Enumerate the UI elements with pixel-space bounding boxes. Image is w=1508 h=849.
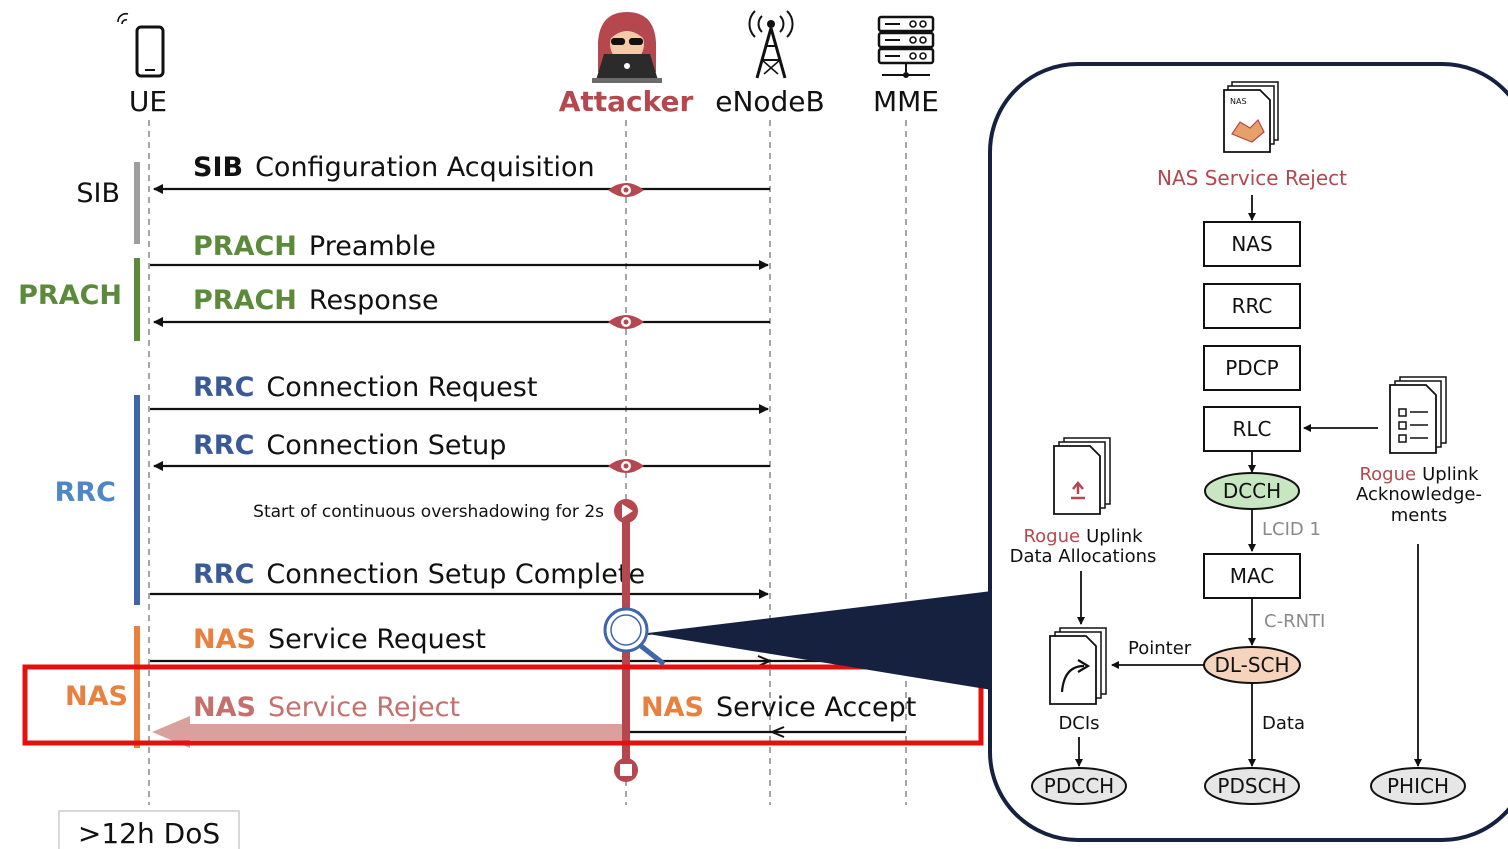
pdcch-node xyxy=(1031,767,1127,805)
stack-mac-box xyxy=(1203,553,1301,599)
stack-rlc-box xyxy=(1203,406,1301,452)
msg-nas-reject-arrow-body xyxy=(188,724,622,740)
enodeb-label: eNodeB xyxy=(715,85,825,118)
sib-phase-label: SIB xyxy=(76,178,120,209)
lcid-label: LCID 1 xyxy=(1262,519,1321,540)
dci-document-icon xyxy=(1049,627,1107,705)
dlsch-label: DL-SCH xyxy=(1214,653,1289,677)
nas-document-icon: NAS xyxy=(1223,81,1279,153)
phone-icon xyxy=(117,12,165,78)
svg-text:NAS: NAS xyxy=(1230,97,1247,106)
dos-label: >12h DoS xyxy=(78,817,220,849)
rrc-phase-label: RRC xyxy=(55,477,116,508)
mme-label: MME xyxy=(873,85,939,118)
highlight-box xyxy=(22,664,984,746)
stack-rrc-label: RRC xyxy=(1232,294,1273,318)
attacker-label: Attacker xyxy=(559,85,694,118)
pointer-label: Pointer xyxy=(1128,638,1192,659)
zoom-callout xyxy=(648,592,992,690)
server-icon xyxy=(877,15,935,78)
overshadow-note: Start of continuous overshadowing for 2s xyxy=(253,502,604,522)
pdsch-node xyxy=(1204,767,1300,805)
nas-phase-bar xyxy=(134,626,140,748)
data-label: Data xyxy=(1262,713,1305,734)
rogue-ack-label-3: ments xyxy=(1391,505,1447,526)
eye-icon xyxy=(608,183,644,197)
nas-phase-label: NAS xyxy=(65,681,128,712)
prach-phase-label: PRACH xyxy=(18,280,122,311)
pdcch-label: PDCCH xyxy=(1044,774,1114,798)
rrc-phase-bar xyxy=(134,395,140,605)
ue-label: UE xyxy=(129,85,167,118)
hacker-icon xyxy=(592,12,662,83)
stack-nas-box xyxy=(1203,221,1301,267)
rogue-alloc-label-2: Data Allocations xyxy=(1010,546,1157,567)
rogue-ack-label-2: Acknowledge- xyxy=(1356,484,1482,505)
dcis-label: DCIs xyxy=(1058,713,1099,734)
crnti-label: C-RNTI xyxy=(1264,611,1325,632)
msg-nas-reject-arrowhead xyxy=(152,716,190,748)
magnifier-icon xyxy=(603,607,666,666)
sib-phase-bar xyxy=(134,162,140,244)
stack-pdcp-box xyxy=(1203,345,1301,391)
eye-icon xyxy=(608,459,644,473)
dcch-label: DCCH xyxy=(1223,479,1281,503)
detail-title: NAS Service Reject xyxy=(1157,166,1347,190)
eye-icon xyxy=(608,315,644,329)
pdsch-label: PDSCH xyxy=(1217,774,1286,798)
stack-rrc-box xyxy=(1203,283,1301,329)
stack-nas-label: NAS xyxy=(1231,232,1272,256)
phich-node xyxy=(1370,767,1466,805)
checklist-document-icon xyxy=(1389,376,1447,454)
stack-rlc-label: RLC xyxy=(1232,417,1271,441)
stack-pdcp-label: PDCP xyxy=(1225,356,1279,380)
upload-document-icon xyxy=(1053,437,1111,515)
stack-mac-label: MAC xyxy=(1230,564,1275,588)
phich-label: PHICH xyxy=(1387,774,1449,798)
dos-box xyxy=(58,810,240,849)
cell-tower-icon xyxy=(748,10,794,79)
prach-phase-bar xyxy=(134,258,140,341)
